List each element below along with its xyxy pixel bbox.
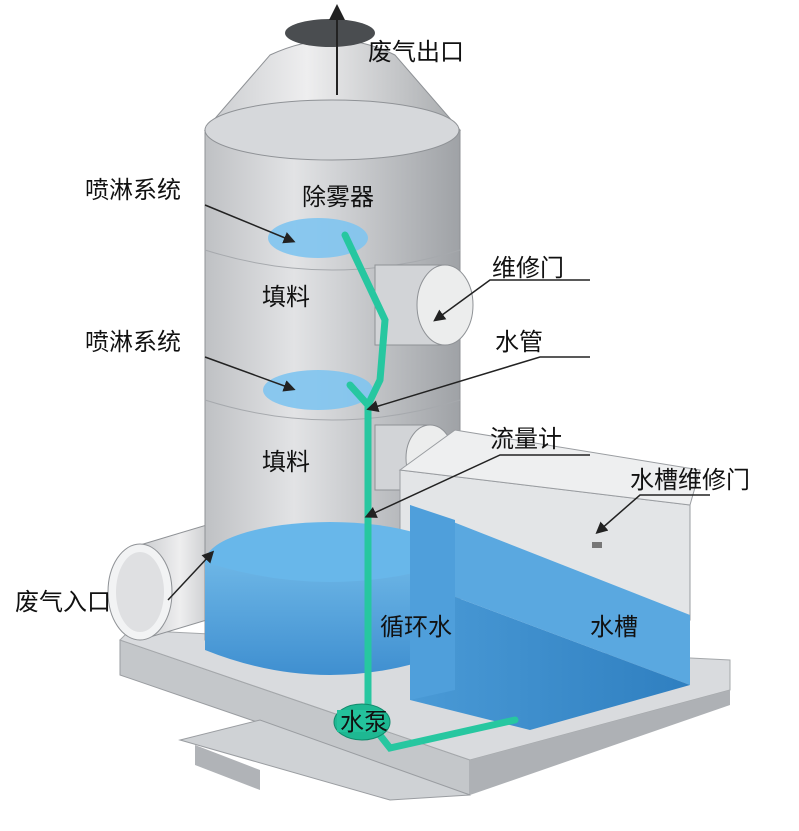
water-pump — [333, 703, 391, 741]
leader-lines — [167, 204, 710, 601]
spray-cloud-lower — [263, 370, 373, 410]
label-packing-upper: 填料 — [262, 283, 310, 311]
label-water-pipe: 水管 — [495, 328, 543, 356]
label-water-tank: 水槽 — [590, 613, 638, 641]
label-spray-system-lower: 喷淋系统 — [85, 328, 181, 356]
label-spray-system-upper: 喷淋系统 — [85, 176, 181, 204]
label-circulating-water: 循环水 — [380, 613, 452, 641]
label-flow-meter: 流量计 — [490, 425, 562, 453]
label-exhaust-inlet: 废气入口 — [15, 588, 111, 616]
label-maintenance-door: 维修门 — [492, 254, 564, 282]
label-demister: 除雾器 — [302, 183, 374, 211]
maintenance-door — [374, 264, 474, 346]
label-water-pump: 水泵 — [340, 708, 388, 736]
water-tank — [410, 505, 690, 730]
spray-cloud-upper — [268, 218, 368, 258]
label-tank-maintenance-door: 水槽维修门 — [630, 466, 750, 494]
label-exhaust-outlet: 废气出口 — [368, 38, 464, 66]
circulating-water — [205, 522, 455, 675]
label-packing-lower: 填料 — [262, 448, 310, 476]
